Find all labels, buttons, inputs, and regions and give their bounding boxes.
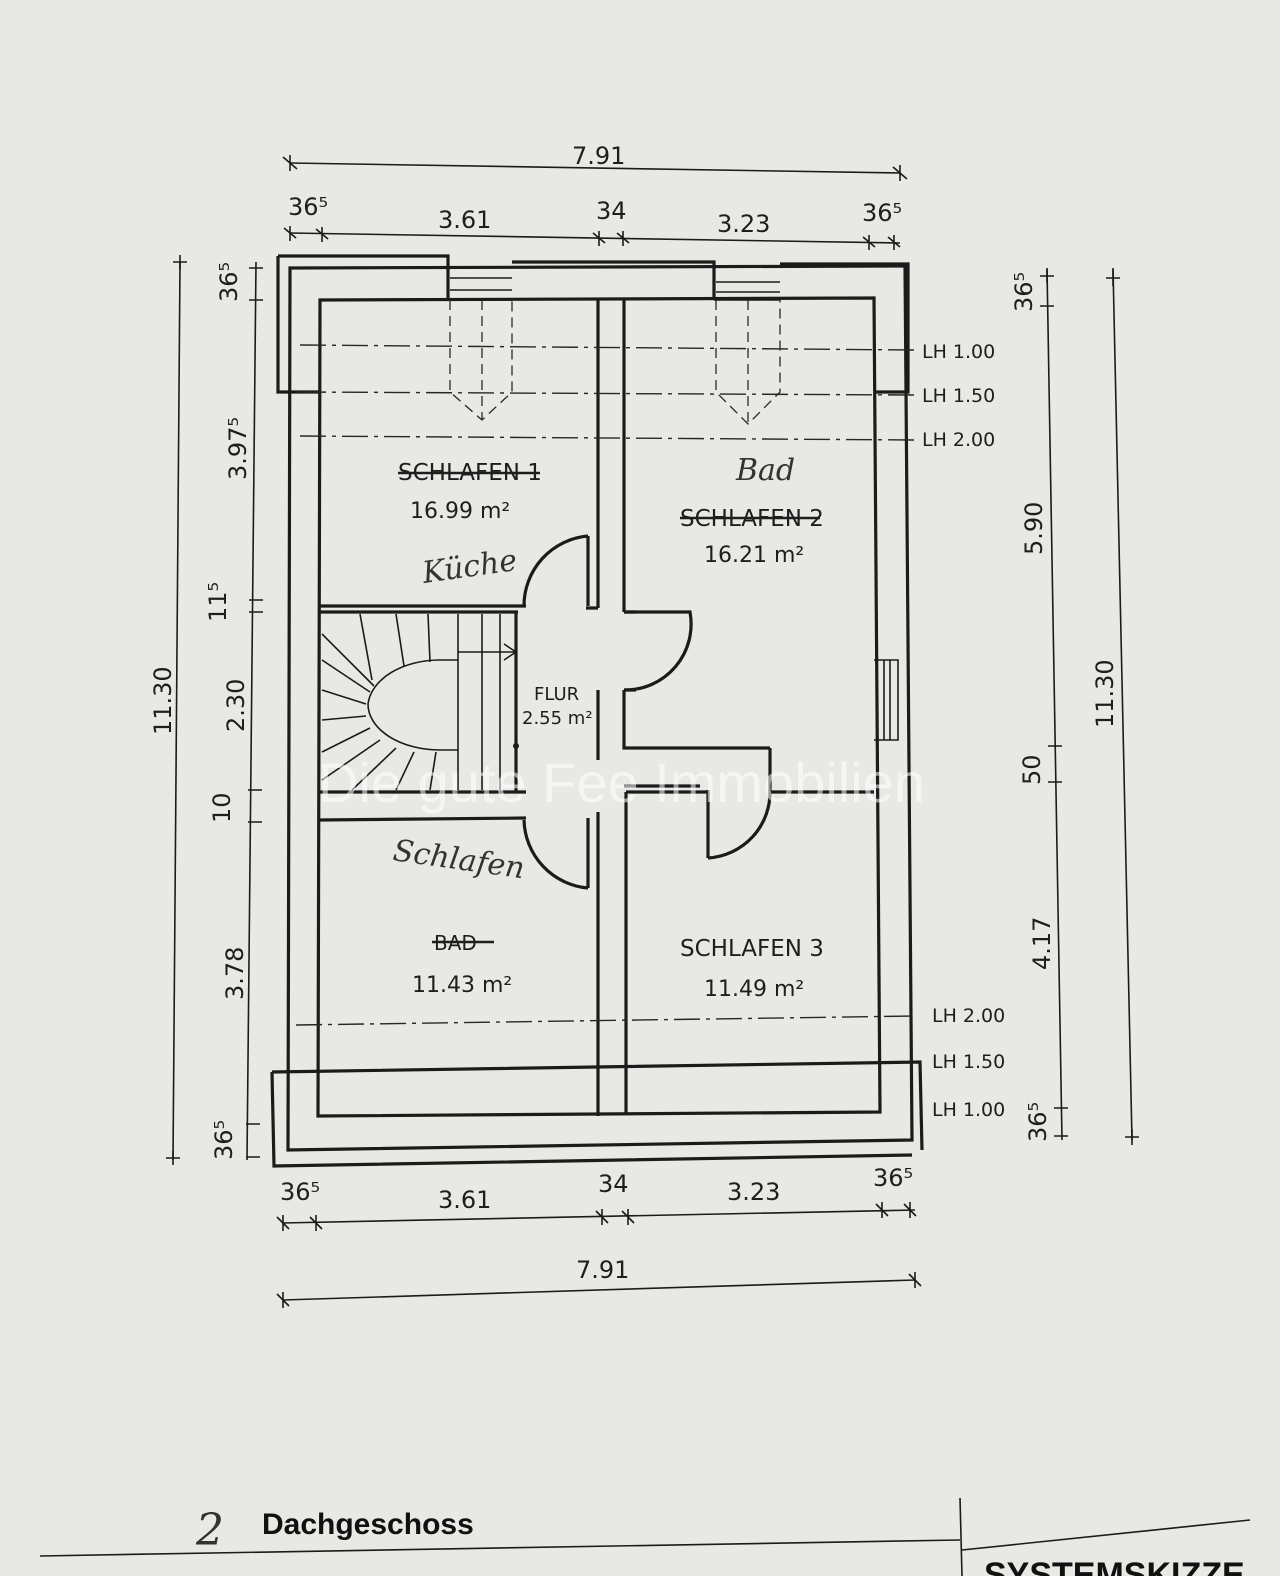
top-dim-seg-0: 36⁵ — [288, 193, 328, 221]
title-block: 2 Dachgeschoss SYSTEMSKIZZE — [39, 1497, 1251, 1576]
top-dim-seg-1: 3.61 — [438, 206, 491, 234]
top-dim-seg-2: 34 — [596, 197, 627, 225]
room-area-schlafen-2: 16.21 m² — [704, 543, 804, 568]
room-schlafen-2: Bad SCHLAFEN 2 16.21 m² — [680, 453, 824, 568]
room-flur: FLUR 2.55 m² — [522, 684, 593, 729]
right-dim-seg-2: 50 — [1018, 754, 1046, 785]
bottom-dim-seg-1: 3.61 — [438, 1186, 491, 1214]
bottom-dim-seg-4: 36⁵ — [873, 1164, 913, 1192]
lh-bottom-0: LH 2.00 — [932, 1005, 1005, 1027]
lh-top-1: LH 1.50 — [922, 385, 995, 407]
left-dim-seg-0: 36⁵ — [215, 262, 243, 302]
left-dim-seg-4: 10 — [208, 792, 236, 823]
top-dim-seg-3: 3.23 — [717, 210, 770, 238]
lh-bottom-1: LH 1.50 — [932, 1051, 1005, 1073]
watermark: Die gute Fee Immobilien — [318, 751, 925, 814]
right-dimension-chain: 36⁵ 5.90 50 4.17 36⁵ 11.30 — [1010, 267, 1139, 1145]
bottom-dim-seg-2: 34 — [598, 1170, 629, 1198]
plan-title: Dachgeschoss — [262, 1508, 474, 1541]
left-dim-seg-6: 36⁵ — [210, 1120, 238, 1160]
bottom-dimension-chain: 36⁵ 3.61 34 3.23 36⁵ 7.91 — [276, 1164, 922, 1308]
room-area-bad: 11.43 m² — [412, 973, 512, 998]
stamp-text: SYSTEMSKIZZE — [984, 1556, 1245, 1576]
top-dimension-chain: 7.91 36⁵ 3.61 34 3.23 36⁵ — [282, 142, 908, 250]
left-dimension-chain: 11.30 36⁵ 3.97⁵ 11⁵ 2.30 10 3.78 36⁵ — [149, 255, 263, 1165]
room-area-schlafen-1: 16.99 m² — [410, 499, 510, 524]
right-dim-seg-0: 36⁵ — [1010, 272, 1038, 312]
room-label-flur: FLUR — [534, 684, 579, 705]
right-dim-seg-4: 36⁵ — [1024, 1102, 1052, 1142]
walls — [270, 254, 924, 1168]
right-dim-seg-3: 4.17 — [1028, 917, 1056, 970]
room-label-schlafen-3: SCHLAFEN 3 — [680, 936, 824, 962]
left-total-dimension: 11.30 — [149, 666, 177, 735]
plan-number: 2 — [195, 1505, 224, 1556]
right-dim-seg-1: 5.90 — [1020, 502, 1048, 555]
handwritten-bad: Bad — [735, 453, 795, 488]
staircase — [321, 613, 519, 791]
bottom-total-dimension: 7.91 — [576, 1256, 629, 1284]
left-dim-seg-1: 3.97⁵ — [224, 417, 252, 480]
dormer-ridge-lines — [449, 300, 781, 425]
top-total-dimension: 7.91 — [572, 142, 625, 170]
ceiling-height-lines: LH 1.00 LH 1.50 LH 2.00 LH 2.00 LH 1.50 … — [295, 341, 1005, 1121]
room-schlafen-3: SCHLAFEN 3 11.49 m² — [680, 936, 824, 1002]
stair-start-dot — [513, 743, 519, 749]
door-swings — [522, 534, 772, 890]
lh-bottom-2: LH 1.00 — [932, 1099, 1005, 1121]
top-dim-seg-4: 36⁵ — [862, 199, 902, 227]
lh-top-0: LH 1.00 — [922, 341, 995, 363]
right-total-dimension: 11.30 — [1091, 659, 1119, 728]
lh-top-2: LH 2.00 — [922, 429, 995, 451]
left-dim-seg-2: 11⁵ — [204, 582, 232, 622]
bottom-dim-seg-3: 3.23 — [727, 1178, 780, 1206]
room-area-flur: 2.55 m² — [522, 708, 593, 729]
left-dim-seg-3: 2.30 — [222, 679, 250, 732]
left-dim-seg-5: 3.78 — [221, 947, 249, 1000]
room-area-schlafen-3: 11.49 m² — [704, 977, 804, 1002]
bottom-dim-seg-0: 36⁵ — [280, 1178, 320, 1206]
